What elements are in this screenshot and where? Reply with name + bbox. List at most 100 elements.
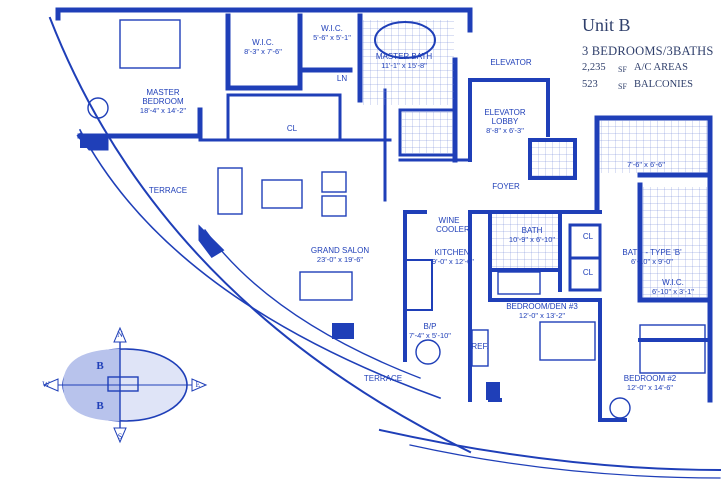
- compass-n-arrow: [113, 326, 127, 343]
- chair-1: [321, 171, 347, 193]
- room-cl-master: CL: [286, 124, 298, 133]
- key-plan: [42, 326, 208, 444]
- closets: [568, 223, 602, 292]
- room-terrace-west: TERRACE: [148, 186, 188, 195]
- dining-table: [299, 271, 353, 301]
- sofa: [217, 167, 243, 215]
- room-dims: 18'-4" x 14'-2": [139, 106, 187, 115]
- room-dims: 11'-1" x 15'-8": [381, 61, 427, 70]
- bed-3: [539, 321, 596, 361]
- room-name: ELEVATOR LOBBY: [484, 108, 526, 126]
- bed-master: [119, 19, 181, 69]
- room-name: W.I.C.: [252, 38, 274, 47]
- unit-title: Unit B: [582, 15, 631, 35]
- area-value: 523: [582, 79, 598, 90]
- closet-wall: [226, 93, 342, 142]
- room-balcony-small: 7'-6" x 6'-6": [618, 160, 674, 169]
- elevator-lobby-walls: [468, 78, 577, 180]
- room-wic-master: W.I.C. 8'-3" x 7'-6": [232, 38, 294, 56]
- area-row: 2,235 SF A/C AREAS: [582, 60, 720, 77]
- master-bath-walls: [297, 7, 473, 163]
- room-elevator: ELEVATOR: [490, 58, 532, 67]
- lobby-tile: [532, 142, 573, 176]
- key-plan-core: [107, 376, 139, 392]
- room-master-bedroom: MASTER BEDROOM 18'-4" x 14'-2": [128, 88, 198, 115]
- room-grand-salon: GRAND SALON 23'-0" x 19'-6": [306, 246, 374, 264]
- key-plan-unit-b-1: B: [96, 360, 104, 372]
- room-name: MASTER BEDROOM: [142, 88, 184, 106]
- room-dims: 10'-9" x 6'-10": [508, 235, 556, 244]
- room-name: KITCHEN: [434, 248, 470, 257]
- room-bedroom-den-3: BEDROOM/DEN #3 12'-0" x 13'-2": [500, 302, 584, 320]
- bedrooms-baths: 3 BEDROOMS/3BATHS: [582, 44, 714, 58]
- key-plan-unit-b-2: B: [96, 400, 104, 412]
- room-master-bath: MASTER BATH 11'-1" x 15'-8": [366, 52, 442, 70]
- salon-west-column: [198, 224, 225, 258]
- bath-b-tile: [642, 187, 708, 298]
- compass-e-arrow: [191, 378, 208, 392]
- hall-wall: [383, 88, 472, 202]
- room-dims: 5'-6" x 5'-1": [313, 33, 351, 42]
- room-terrace-south: TERRACE: [363, 374, 403, 383]
- room-bedroom-2: BEDROOM #2 12'-0" x 14'-6": [618, 374, 682, 392]
- terrace-edge: [204, 229, 421, 379]
- room-dims: 23'-0" x 19'-6": [316, 255, 364, 264]
- kitchen-walls: [403, 210, 602, 402]
- ref-box: [471, 329, 489, 367]
- room-dims: 8'-3" x 7'-6": [244, 47, 282, 56]
- room-bp: B/P 7'-4" x 5'-10": [404, 322, 456, 340]
- area-label: A/C AREAS: [634, 62, 688, 73]
- compass-n: N: [117, 330, 123, 339]
- balcony-railing-south: [378, 428, 722, 472]
- room-kitchen: KITCHEN 9'-0" x 12'-0": [432, 248, 474, 266]
- room-dims: 7'-4" x 5'-10": [409, 331, 451, 340]
- shower-box: [398, 108, 457, 157]
- room-cl-hall-1: CL: [582, 232, 594, 241]
- balcony-tile: [599, 120, 708, 173]
- room-cl-hall-2: CL: [582, 268, 594, 277]
- room-name: W.I.C.: [662, 278, 684, 287]
- facade-curve-inner: [78, 128, 442, 400]
- room-name: W.I.C.: [321, 24, 343, 33]
- compass-s-arrow: [113, 427, 127, 444]
- kitchen-counter: [404, 259, 433, 311]
- chair-round-2: [609, 397, 631, 419]
- room-ln: LN: [336, 74, 348, 83]
- room-name: BEDROOM #2: [623, 374, 677, 383]
- pillar-2: [80, 136, 108, 148]
- room-dims: 6'-10" x 3'-1": [652, 287, 694, 296]
- bathtub: [374, 21, 436, 59]
- compass-s: S: [117, 432, 123, 441]
- shower-tile: [402, 112, 453, 153]
- pillar-1: [332, 323, 354, 339]
- room-name: GRAND SALON: [310, 246, 370, 255]
- chair-round: [87, 97, 109, 119]
- master-bedroom-walls: [55, 7, 303, 151]
- chair-2: [321, 195, 347, 217]
- area-label: BALCONIES: [634, 79, 693, 90]
- room-wic-bedroom2: W.I.C. 6'-10" x 3'-1": [644, 278, 702, 296]
- room-foyer: FOYER: [492, 182, 520, 191]
- room-elevator-lobby: ELEVATOR LOBBY 8'-8" x 6'-3": [474, 108, 536, 135]
- room-dims: 9'-0" x 12'-0": [432, 257, 474, 266]
- bath-tub-small: [497, 271, 541, 295]
- room-name: MASTER BATH: [375, 52, 433, 61]
- balcony-railing-south-2: [409, 444, 721, 479]
- compass-w: W: [42, 380, 50, 389]
- room-name: BATH: [521, 226, 543, 235]
- room-ref: REF.: [471, 342, 489, 351]
- coffee-table: [261, 179, 303, 209]
- facade-curve-outer: [48, 16, 472, 454]
- room-dims: 12'-0" x 13'-2": [518, 311, 566, 320]
- room-bath: BATH 10'-9" x 6'-10": [504, 226, 560, 244]
- area-row: 523 SF BALCONIES: [582, 77, 720, 94]
- room-dims: 6'-10" x 9'-0": [631, 257, 673, 266]
- bp-table: [415, 339, 441, 365]
- room-dims: 8'-8" x 6'-3": [486, 126, 524, 135]
- right-wing-walls: [594, 115, 713, 403]
- room-dims: 7'-6" x 6'-6": [627, 160, 665, 169]
- compass-w-arrow: [42, 378, 59, 392]
- bedroom2-walls: [598, 298, 712, 422]
- room-name: B/P: [423, 322, 437, 331]
